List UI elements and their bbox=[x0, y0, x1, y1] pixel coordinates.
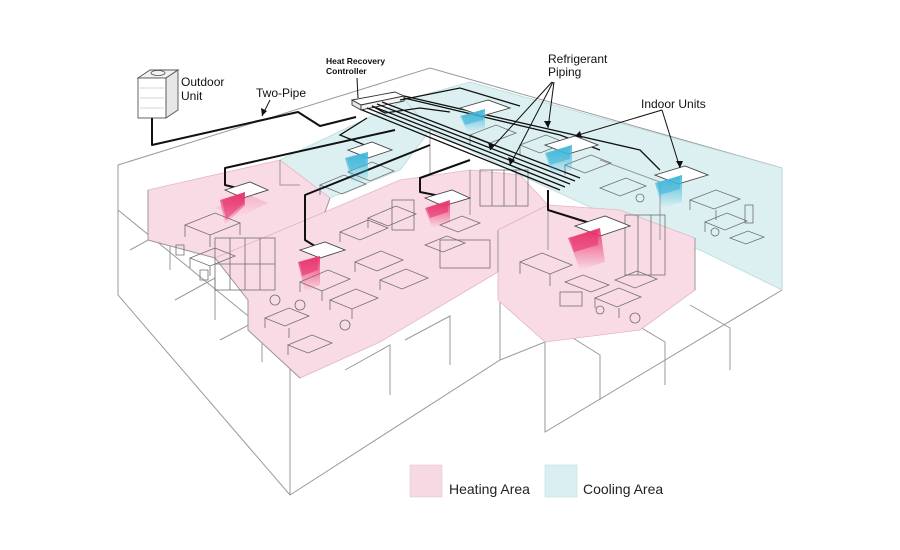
label-controller-line1: Heat Recovery bbox=[326, 56, 385, 66]
label-outdoor-unit-line1: Outdoor bbox=[181, 75, 224, 89]
heating-unit-center-left bbox=[298, 241, 347, 292]
legend: Heating Area Cooling Area bbox=[409, 464, 663, 498]
legend-cooling-label: Cooling Area bbox=[583, 481, 663, 497]
heating-unit-center bbox=[423, 189, 472, 228]
heating-unit-left bbox=[215, 181, 270, 225]
leader-lines bbox=[261, 77, 683, 169]
label-controller-line2: Controller bbox=[326, 66, 367, 76]
heating-unit-right bbox=[568, 215, 632, 270]
cooling-unit-right bbox=[653, 165, 710, 208]
indoor-units bbox=[215, 99, 710, 292]
label-two-pipe: Two-Pipe bbox=[256, 86, 306, 100]
legend-cooling-swatch bbox=[544, 464, 578, 498]
label-indoor-units: Indoor Units bbox=[641, 97, 706, 111]
two-pipe-line bbox=[151, 111, 357, 146]
cooling-unit-back bbox=[458, 99, 512, 133]
label-refrigerant-line2: Piping bbox=[548, 65, 581, 79]
cooling-unit-left bbox=[345, 141, 394, 184]
cooling-unit-middle bbox=[543, 135, 600, 176]
label-outdoor-unit-line2: Unit bbox=[181, 89, 203, 103]
legend-heating-label: Heating Area bbox=[449, 481, 530, 497]
label-refrigerant-line1: Refrigerant bbox=[548, 52, 608, 66]
diagram-labels: Outdoor Unit Two-Pipe Heat Recovery Cont… bbox=[181, 52, 706, 111]
legend-heating-swatch bbox=[409, 464, 443, 498]
outdoor-unit bbox=[136, 69, 180, 119]
